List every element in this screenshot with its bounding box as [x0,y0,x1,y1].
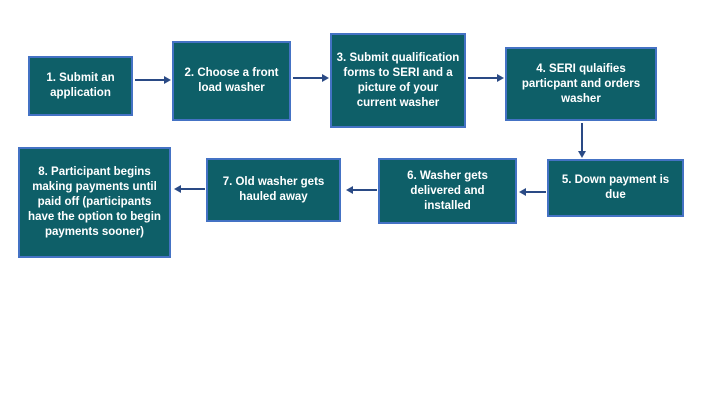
arrow-step2-step3 [293,74,329,82]
arrow-shaft [293,77,323,79]
step-box-8: 8. Participant begins making payments un… [18,147,171,258]
arrow-shaft [468,77,498,79]
arrow-shaft [525,191,546,193]
arrow-shaft [581,123,583,152]
arrow-head-icon [164,76,171,84]
arrow-head-icon [519,188,526,196]
arrow-shaft [180,188,205,190]
arrow-step7-step8 [174,185,205,193]
arrow-shaft [135,79,165,81]
arrow-head-icon [346,186,353,194]
step-box-4: 4. SERI qulaifies particpant and orders … [505,47,657,121]
arrow-step6-step7 [346,186,377,194]
arrow-step1-step2 [135,76,171,84]
arrow-head-icon [174,185,181,193]
arrow-step5-step6 [519,188,546,196]
step-box-6: 6. Washer gets delivered and installed [378,158,517,224]
step-box-7: 7. Old washer gets hauled away [206,158,341,222]
arrow-head-icon [578,151,586,158]
step-box-3: 3. Submit qualification forms to SERI an… [330,33,466,128]
arrow-shaft [352,189,377,191]
step-box-2: 2. Choose a front load washer [172,41,291,121]
step-box-5: 5. Down payment is due [547,159,684,217]
arrow-step3-step4 [468,74,504,82]
arrow-step4-step5 [578,123,586,158]
arrow-head-icon [322,74,329,82]
step-box-1: 1. Submit an application [28,56,133,116]
arrow-head-icon [497,74,504,82]
